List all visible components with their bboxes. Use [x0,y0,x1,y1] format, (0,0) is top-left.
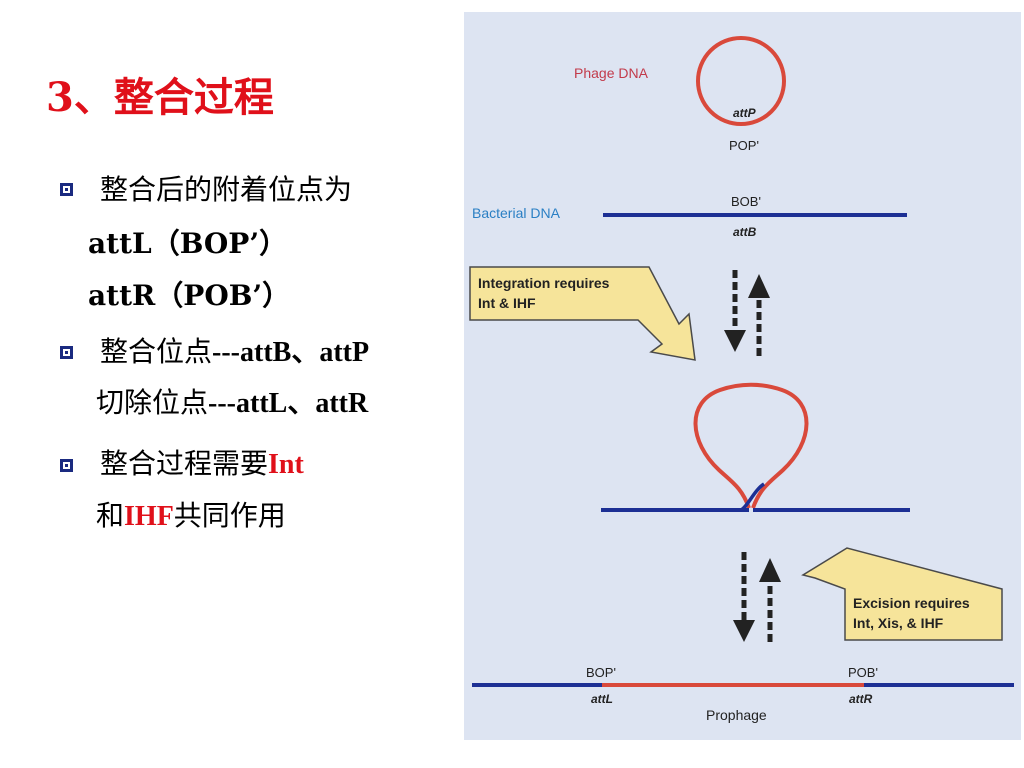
synapsis-crossover [739,482,766,512]
int-red-text: Int [268,449,304,480]
bullet-2-line-2-rest: ---attL、attR [208,388,369,419]
integration-callout [469,266,696,361]
slide-title: 3、整合过程 [46,74,274,121]
excision-text-1: Excision requires [853,595,970,611]
integration-diagram: Phage DNA attP POP' Bacterial DNA BOB' a… [469,36,1014,723]
synapsis-loop [693,382,809,509]
attl-label: attL [591,692,613,706]
bullet-marker-1 [60,183,73,196]
bullet-1-line-1: 整合后的附着位点为 [100,173,353,206]
bullet-2-line-1-prefix: 整合位点 [100,335,213,368]
attr-label: attR [849,692,873,706]
prophage-label: Prophage [706,707,767,723]
attl-text: attL（BOP’） [88,227,288,260]
bullet-2-line-1-rest: ---attB、attP [212,337,370,368]
bullet-2-line-2-prefix: 切除位点 [96,386,209,419]
pob-label: POB' [848,665,878,680]
bullet-3-line-1: 整合过程需要Int [100,450,304,479]
bop-label: BOP' [586,665,616,680]
integration-text-2: Int & IHF [478,295,536,311]
integration-text-1: Integration requires [478,275,610,291]
bob-label: BOB' [731,194,761,209]
bullet-3-line-2-suffix: 共同作用 [173,499,286,532]
bullet-3-line-2: 和IHF共同作用 [96,502,286,531]
figure-panel: Phage DNA attP POP' Bacterial DNA BOB' a… [464,12,1021,740]
bacterial-dna-label: Bacterial DNA [472,205,561,221]
attp-label: attP [733,106,757,120]
attb-label: attB [733,225,757,239]
phage-dna-label: Phage DNA [574,65,649,81]
bullet-1-line-2: attL（BOP’） [88,230,287,258]
bullet-3-line-2-prefix: 和 [96,499,125,532]
ihf-red-text: IHF [124,501,174,532]
bullet-2-line-1: 整合位点---attB、attP [100,338,369,367]
excision-arrows [733,552,781,642]
integration-arrows [724,270,770,356]
bullet-3-line-1-prefix: 整合过程需要 [100,447,269,480]
bullet-1-line-3: attR（POB’） [88,282,290,310]
bullet-2-line-2: 切除位点---attL、attR [96,389,368,418]
bullet-marker-2 [60,346,73,359]
phage-dna-circle [696,36,786,126]
excision-callout [801,547,1003,641]
attr-text: attR（POB’） [88,279,291,312]
bullet-marker-3 [60,459,73,472]
excision-text-2: Int, Xis, & IHF [853,615,944,631]
pop-label: POP' [729,138,759,153]
